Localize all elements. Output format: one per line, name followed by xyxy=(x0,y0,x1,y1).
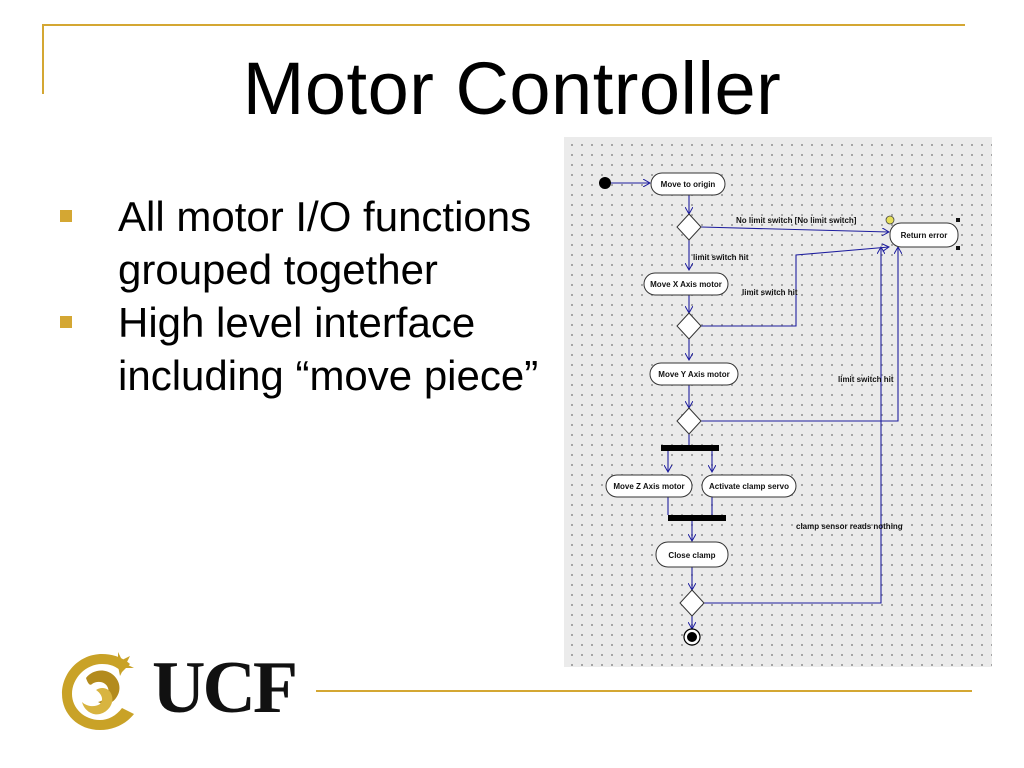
node-label: Move X Axis motor xyxy=(650,280,722,289)
node-close-clamp xyxy=(655,541,729,568)
flow-d2-error xyxy=(701,247,889,327)
bullet-text: All motor I/O functions grouped together xyxy=(118,193,532,293)
node-return-error xyxy=(889,222,959,248)
guard-label: limit switch hit xyxy=(838,375,894,384)
flow-d4-error xyxy=(704,247,881,604)
flow-d1-error xyxy=(700,226,889,232)
node-clamp-servo xyxy=(701,474,797,498)
node-label: Move Z Axis motor xyxy=(613,482,684,491)
decision-diamond-2 xyxy=(676,312,702,340)
node-label: Move to origin xyxy=(661,180,716,189)
activity-diagram-svg: Move to origin Return error Move X Axis … xyxy=(599,172,960,646)
frame-bottom-line xyxy=(316,690,972,692)
start-node xyxy=(599,177,611,189)
node-label: Return error xyxy=(901,231,948,240)
bullet-list: All motor I/O functions grouped together… xyxy=(56,190,566,402)
guard-label: limit switch hit xyxy=(693,253,749,262)
guard-label: clamp sensor reads nothing xyxy=(796,522,903,531)
slide-title: Motor Controller xyxy=(242,47,782,130)
node-label: Activate clamp servo xyxy=(709,482,789,491)
pegasus-logo-icon xyxy=(62,652,134,730)
bullet-square-icon xyxy=(60,316,72,328)
guard-label: No limit switch [No limit switch] xyxy=(736,216,857,225)
ucf-logo: UCF xyxy=(56,644,320,740)
selection-handle-icon xyxy=(885,215,895,225)
bullet-square-icon xyxy=(60,210,72,222)
frame-left-line xyxy=(42,24,44,94)
selection-handle-icon xyxy=(956,246,960,250)
frame-top-line xyxy=(42,24,965,26)
decision-diamond-4 xyxy=(679,589,705,617)
logo-text: UCF xyxy=(152,647,298,729)
node-move-z xyxy=(605,474,693,498)
node-label: Close clamp xyxy=(668,551,715,560)
bullet-item: High level interface including “move pie… xyxy=(56,296,566,402)
node-move-x xyxy=(643,272,729,296)
node-label: Move Y Axis motor xyxy=(658,370,729,379)
node-move-to-origin xyxy=(650,172,726,196)
node-move-y xyxy=(649,362,739,386)
end-node-core xyxy=(687,632,697,642)
flow-d3-error xyxy=(701,247,898,422)
decision-diamond-1 xyxy=(676,213,702,241)
bullet-item: All motor I/O functions grouped together xyxy=(56,190,566,296)
selection-handle-icon xyxy=(956,218,960,222)
join-bar xyxy=(668,515,726,521)
guard-label: limit switch hit xyxy=(742,288,798,297)
decision-diamond-3 xyxy=(676,407,702,435)
flow-lines xyxy=(611,183,898,629)
fork-bar xyxy=(661,445,719,451)
activity-diagram: Move to origin Return error Move X Axis … xyxy=(564,137,992,667)
bullet-text: High level interface including “move pie… xyxy=(118,299,539,399)
